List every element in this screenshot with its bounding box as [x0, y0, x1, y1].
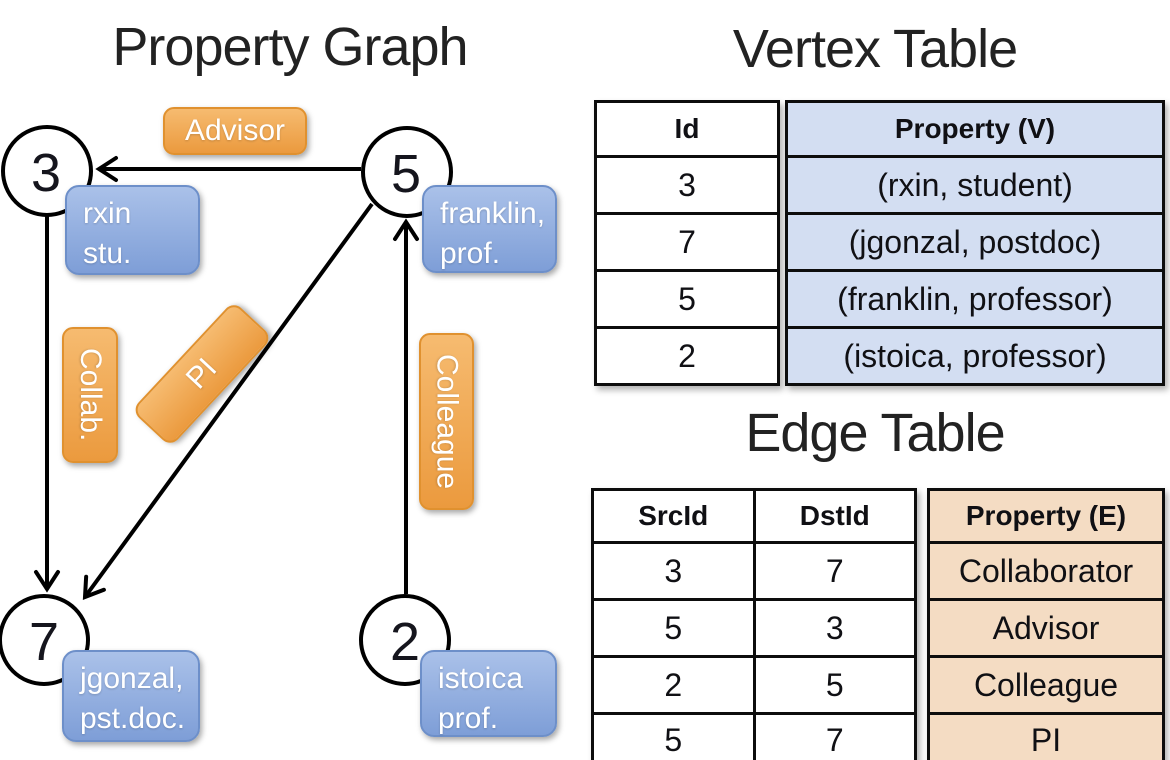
- vertex-box-line2: pst.doc.: [80, 701, 186, 735]
- vertex-box-line2: prof.: [440, 236, 501, 270]
- edge-table-title: Edge Table: [745, 403, 1005, 463]
- edge-label-advisor: Advisor: [163, 107, 307, 155]
- vertex-table-title: Vertex Table: [732, 19, 1018, 79]
- vertex-box-line1: franklin,: [440, 197, 546, 230]
- edge-table-header-srcid: SrcId: [638, 500, 709, 531]
- edge-dst-cell: 5: [752, 658, 915, 712]
- edge-src-cell: 3: [664, 552, 683, 589]
- node-label-5: 5: [391, 144, 421, 204]
- edge-property-cell: Colleague: [973, 666, 1119, 703]
- edge-5-to-7: [82, 202, 374, 600]
- edge-dst-cell: 7: [752, 544, 915, 598]
- edge-dst-cell: 7: [752, 715, 915, 760]
- property-graph-diagram: 3 5 7 2: [0, 125, 453, 686]
- edge-property-cell: PI: [1030, 721, 1062, 758]
- vertex-id-cell: 7: [678, 223, 696, 260]
- edge-table-header-dstid: DstId: [752, 491, 915, 541]
- vertex-box-line2: prof.: [438, 701, 499, 735]
- edge-label-colleague: Colleague: [419, 333, 474, 510]
- vertex-id-cell: 2: [678, 337, 696, 374]
- vertex-box-line2: stu.: [83, 236, 132, 270]
- vertex-property-cell: (rxin, student): [877, 166, 1073, 203]
- node-label-2: 2: [390, 612, 420, 672]
- vertex-property-cell: (franklin, professor): [837, 280, 1113, 317]
- edge-property-cell: Advisor: [992, 609, 1100, 646]
- edge-label-collab: Collab.: [62, 327, 118, 463]
- edge-label-advisor-text: Advisor: [184, 114, 286, 147]
- edge-label-collab-text: Collab.: [74, 348, 107, 442]
- vertex-table-property-column: Property (V) (rxin, student) (jgonzal, p…: [785, 100, 1165, 386]
- edge-property-cell: Collaborator: [958, 552, 1134, 589]
- vertex-table-header-id: Id: [674, 113, 700, 144]
- vertex-property-cell: (istoica, professor): [843, 337, 1107, 374]
- vertex-id-cell: 5: [678, 280, 696, 317]
- vertex-table-header-property: Property (V): [894, 113, 1056, 144]
- edge-src-cell: 5: [664, 721, 683, 758]
- node-label-3: 3: [31, 143, 61, 203]
- edge-table-header-property: Property (E): [965, 500, 1127, 531]
- vertex-box-line1: istoica: [438, 662, 524, 695]
- edge-label-colleague-text: Colleague: [430, 353, 464, 490]
- property-graph-title: Property Graph: [112, 17, 468, 77]
- edge-dst-cell: 3: [752, 601, 915, 655]
- edge-src-cell: 2: [664, 666, 683, 703]
- vertex-property-box-rxin: rxin stu.: [65, 185, 200, 275]
- node-label-7: 7: [29, 612, 59, 672]
- vertex-id-cell: 3: [678, 166, 696, 203]
- vertex-table-id-column: Id 3 7 5 2: [594, 100, 780, 386]
- vertex-property-box-istoica: istoica prof.: [420, 650, 557, 737]
- vertex-box-line1: jgonzal,: [80, 662, 184, 695]
- edge-table-property-column: Property (E) Collaborator Advisor Collea…: [927, 488, 1165, 760]
- edge-src-cell: 5: [664, 609, 683, 646]
- edge-table-ids-columns: SrcId DstId 3 7 5 3 2 5 5 7: [591, 488, 917, 760]
- vertex-property-cell: (jgonzal, postdoc): [848, 223, 1102, 260]
- vertex-box-line1: rxin: [83, 197, 132, 230]
- vertex-property-box-franklin: franklin, prof.: [422, 185, 557, 273]
- vertex-property-box-jgonzal: jgonzal, pst.doc.: [62, 650, 200, 742]
- edge-label-pi-text: PI: [179, 352, 224, 396]
